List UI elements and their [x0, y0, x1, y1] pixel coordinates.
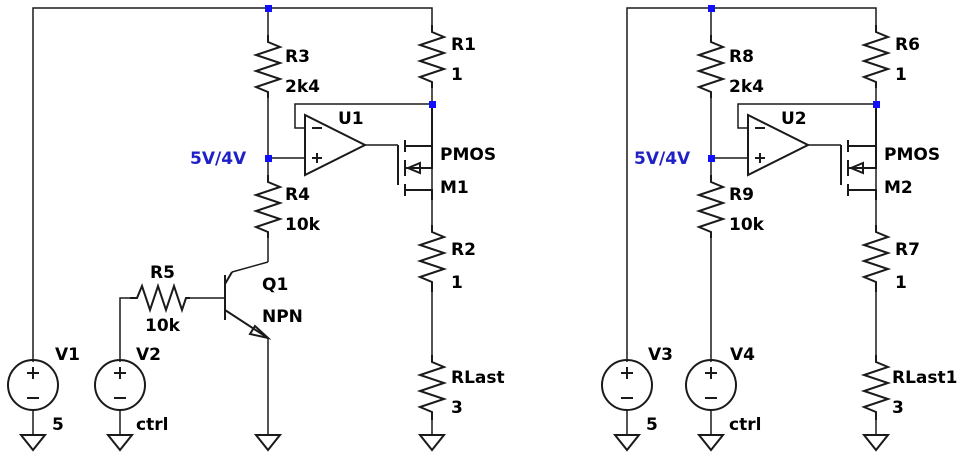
- r7-name: R7: [895, 240, 920, 260]
- v4-value: ctrl: [729, 415, 761, 435]
- wires-left: [32, 7, 433, 435]
- voltage-source-v1: V1 5: [7, 345, 80, 435]
- q1-name: Q1: [262, 275, 288, 295]
- resistor-r2: R2 1: [416, 225, 476, 293]
- resistor-rlast1: RLast1 3: [860, 355, 957, 420]
- resistor-r4: R4 10k: [252, 175, 321, 238]
- r1-value: 1: [451, 65, 463, 85]
- resistor-r8: R8 2k4: [695, 35, 764, 98]
- rlast1-name: RLast1: [892, 368, 957, 388]
- v2-name: V2: [136, 345, 161, 365]
- r6-value: 1: [895, 65, 907, 85]
- rlast-name: RLast: [451, 368, 505, 388]
- r9-value: 10k: [729, 215, 765, 235]
- ground-symbols-right: [612, 434, 891, 452]
- r3-name: R3: [285, 47, 310, 67]
- voltage-source-v3: V3 5: [601, 345, 673, 435]
- circuit-right: R8 2k4 R6 1 U2 PMOS M2: [601, 5, 957, 452]
- opamp-u1: U1: [304, 109, 368, 177]
- r2-value: 1: [451, 273, 463, 293]
- v1-value: 5: [52, 415, 64, 435]
- net-label-left: 5V/4V: [190, 149, 247, 169]
- m2-name: M2: [884, 178, 913, 198]
- resistor-r3: R3 2k4: [252, 35, 320, 98]
- resistor-r6: R6 1: [860, 25, 920, 88]
- m1-model: PMOS: [440, 145, 496, 165]
- junctions-right: [708, 5, 880, 162]
- r5-value: 10k: [145, 316, 181, 336]
- v4-name: V4: [730, 345, 755, 365]
- r8-name: R8: [729, 47, 754, 67]
- r5-name: R5: [150, 263, 175, 283]
- v2-value: ctrl: [136, 415, 168, 435]
- voltage-source-v4: V4 ctrl: [685, 345, 761, 435]
- m2-model: PMOS: [884, 145, 940, 165]
- r6-name: R6: [895, 35, 920, 55]
- v3-name: V3: [648, 345, 673, 365]
- r9-name: R9: [729, 185, 754, 205]
- resistor-rlast: RLast 3: [416, 355, 505, 420]
- r4-value: 10k: [285, 215, 321, 235]
- rlast-value: 3: [451, 398, 463, 418]
- circuit-left: R3 2k4 R1 1 U1 PMOS M1: [7, 5, 505, 452]
- r8-value: 2k4: [729, 77, 764, 97]
- resistor-r9: R9 10k: [695, 175, 765, 238]
- r3-value: 2k4: [285, 77, 320, 97]
- pmos-m2: PMOS M2: [840, 104, 940, 200]
- resistor-r5: R5 10k: [130, 263, 190, 336]
- u1-name: U1: [338, 109, 364, 129]
- r2-name: R2: [451, 240, 476, 260]
- junctions-left: [265, 5, 436, 162]
- r4-name: R4: [285, 185, 310, 205]
- q1-model: NPN: [262, 307, 303, 327]
- resistor-r1: R1 1: [416, 25, 476, 88]
- voltage-source-v2: V2 ctrl: [94, 345, 168, 435]
- npn-q1: Q1 NPN: [224, 271, 303, 340]
- v1-name: V1: [55, 345, 80, 365]
- r7-value: 1: [895, 273, 907, 293]
- ground-symbols-left: [18, 434, 447, 452]
- net-label-right: 5V/4V: [634, 149, 691, 169]
- rlast1-value: 3: [892, 398, 904, 418]
- pmos-m1: PMOS M1: [397, 104, 496, 200]
- u2-name: U2: [781, 109, 807, 129]
- r1-name: R1: [451, 35, 476, 55]
- m1-name: M1: [440, 178, 469, 198]
- resistor-r7: R7 1: [860, 225, 920, 293]
- opamp-u2: U2: [747, 109, 811, 177]
- v3-value: 5: [646, 415, 658, 435]
